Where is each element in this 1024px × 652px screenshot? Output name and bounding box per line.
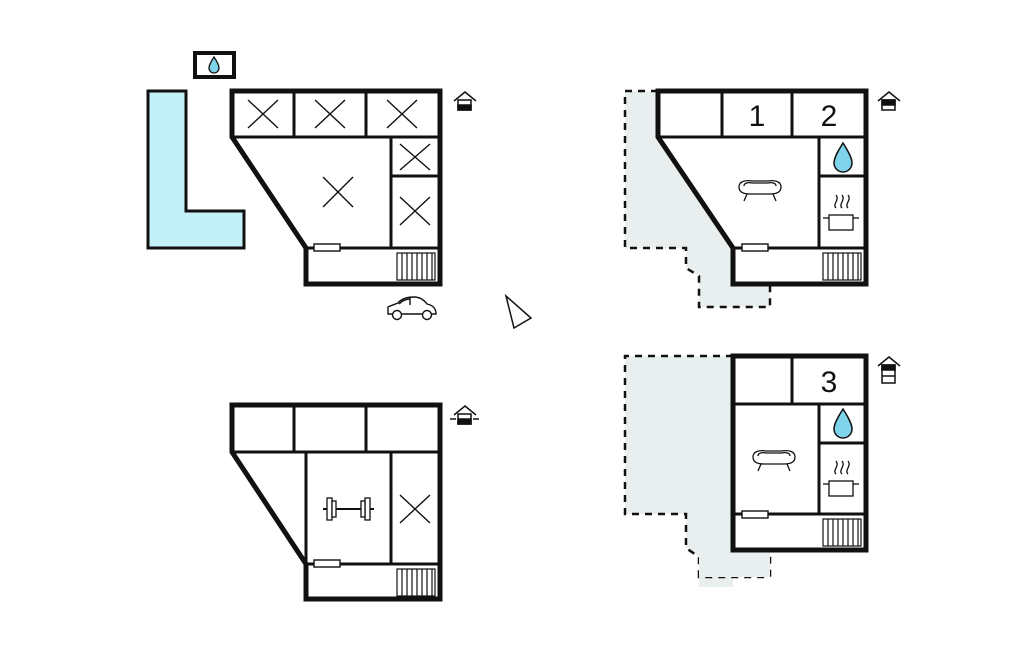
sofa-icon: [738, 180, 782, 202]
radiator-icon: [313, 559, 341, 568]
floor-level-icon: [453, 91, 477, 111]
north-arrow-icon: [504, 293, 533, 330]
floor-level-icon: [450, 405, 479, 425]
radiator-icon: [741, 510, 769, 519]
plan-ground-floor: [146, 51, 477, 321]
cooking-pot-icon: [823, 460, 859, 497]
dumbbell-icon: [323, 497, 374, 521]
plan-first-floor: 1 2: [623, 88, 901, 309]
outdoor-shower: [193, 51, 236, 79]
terrace: [625, 356, 733, 587]
pool: [146, 89, 246, 250]
room-number-2: 2: [821, 100, 838, 133]
radiator-icon: [741, 243, 769, 252]
room-number-1: 1: [749, 100, 766, 133]
bedroom-cross-icon: [399, 494, 431, 524]
cooking-pot-icon: [823, 194, 859, 231]
floor-level-icon: [877, 356, 901, 384]
bedroom-cross-icon: [247, 99, 431, 226]
radiator-icon: [313, 243, 341, 252]
plan-basement: [229, 402, 479, 602]
plan-second-floor: 3: [623, 353, 901, 587]
room-number-3: 3: [821, 366, 838, 399]
stairs-icon: [396, 252, 436, 281]
water-drop-icon: [208, 55, 220, 74]
car-icon: [387, 296, 437, 321]
floor-level-icon: [877, 91, 901, 111]
water-drop-icon: [833, 141, 853, 173]
sofa-icon: [752, 450, 796, 472]
water-drop-icon: [833, 407, 853, 439]
stairs-icon: [396, 568, 436, 597]
stairs-icon: [822, 518, 862, 547]
stairs-icon: [822, 252, 862, 281]
